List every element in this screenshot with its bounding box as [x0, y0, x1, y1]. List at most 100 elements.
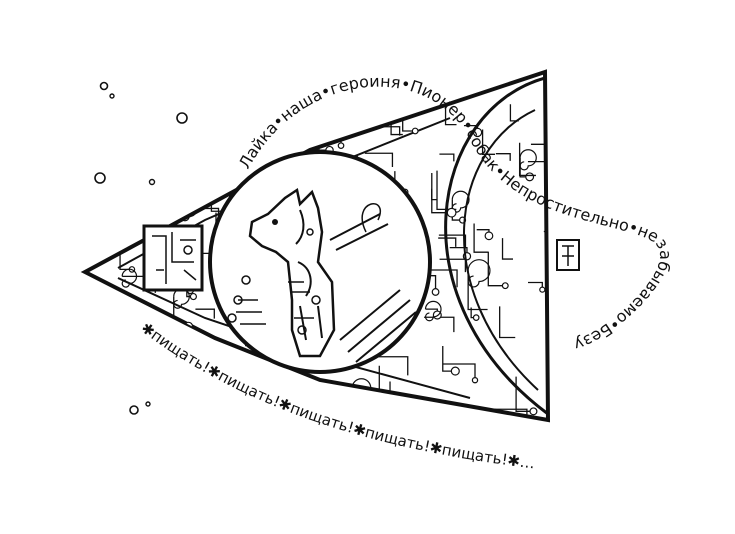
circuit-line — [481, 129, 496, 155]
circuit-line — [135, 211, 152, 221]
circuit-line — [160, 124, 172, 131]
circuit-line — [396, 398, 411, 406]
circuit-line — [346, 400, 354, 414]
circuit-line — [444, 102, 457, 126]
circuit-node — [450, 366, 460, 376]
circuit-line — [487, 251, 506, 287]
porthole-pipes — [227, 203, 417, 363]
circuit-swirl — [519, 149, 537, 171]
porthole — [208, 150, 432, 374]
circuit-line — [182, 389, 196, 416]
circuit-node — [411, 127, 419, 135]
star-dot-icon — [109, 93, 115, 99]
circuit-line — [438, 234, 467, 249]
circuit-line — [481, 417, 518, 420]
star-dot-icon — [94, 172, 106, 184]
circuit-line — [269, 85, 289, 96]
circuit-node — [337, 142, 345, 150]
circuit-node — [261, 367, 268, 375]
circuit-node — [327, 395, 336, 404]
circuit-swirl — [191, 138, 211, 162]
circuit-node — [159, 353, 167, 360]
circuit-line — [389, 381, 410, 420]
circuit-node — [273, 365, 283, 375]
dog-illustration — [248, 187, 336, 358]
circuit-node — [472, 314, 480, 321]
star-dot-icon — [129, 405, 139, 415]
circuit-node — [525, 172, 535, 182]
circuit-line — [157, 150, 172, 159]
circuit-line — [489, 408, 528, 420]
circuit-swirl — [121, 268, 138, 288]
circuit-line — [527, 160, 548, 178]
circuit-node — [405, 401, 414, 410]
circuit-node — [261, 413, 269, 420]
circuit-node — [314, 117, 324, 127]
circuit-node — [513, 432, 522, 441]
circuit-line — [422, 412, 429, 420]
circuit-line — [438, 237, 457, 247]
circuit-line — [365, 397, 403, 416]
circuit-line — [495, 153, 511, 161]
circuit-line — [439, 153, 455, 162]
rocket-tail-crescent — [444, 76, 549, 416]
circuit-line — [127, 346, 151, 359]
space-dots — [94, 81, 188, 415]
circuit-line — [477, 411, 486, 420]
circuit-node — [226, 419, 235, 420]
circuit-node — [529, 407, 538, 416]
circuit-line — [222, 80, 263, 101]
circuit-line — [182, 191, 190, 206]
circuit-swirl — [126, 336, 148, 363]
circuit-node — [501, 282, 509, 290]
circuit-line — [422, 269, 458, 288]
circuit-node — [146, 355, 154, 362]
circuit-line — [351, 388, 366, 415]
star-dot-icon — [99, 81, 109, 91]
circuit-node — [484, 231, 494, 241]
star-dot-icon — [145, 401, 151, 407]
circuit-node — [446, 207, 457, 218]
circuit-node — [166, 153, 177, 164]
circuit-swirl — [424, 300, 442, 322]
circuit-node — [523, 424, 531, 432]
circuit-line — [545, 118, 548, 144]
circuit-node — [431, 288, 440, 296]
circuit-line — [171, 190, 179, 204]
star-dot-icon — [148, 178, 156, 186]
circuit-line — [209, 412, 231, 420]
circuit-node — [404, 415, 414, 420]
circuit-line — [195, 308, 215, 319]
circuit-line — [132, 90, 153, 130]
circuit-line — [146, 200, 157, 219]
circuit-line — [200, 182, 212, 189]
circuit-line — [156, 382, 168, 404]
circuit-swirl — [467, 259, 491, 288]
circuit-node — [539, 286, 546, 293]
circuit-node — [471, 377, 479, 384]
circuit-line — [518, 142, 536, 177]
circuit-line — [153, 378, 168, 408]
circuit-line — [188, 112, 204, 141]
circuit-line — [191, 92, 199, 106]
rocket-hatch — [142, 224, 204, 292]
circuit-line — [191, 148, 206, 175]
circuit-node — [396, 411, 407, 420]
circuit-line — [509, 104, 519, 122]
circuit-line — [370, 356, 409, 376]
circuit-line — [129, 190, 141, 212]
circuit-node — [550, 153, 556, 159]
star-dot-icon — [176, 112, 188, 124]
tail-emblem — [556, 239, 580, 271]
circuit-line — [120, 157, 141, 197]
circuit-node — [149, 125, 156, 132]
circuit-swirl — [422, 404, 439, 420]
circuit-line — [431, 188, 438, 201]
circuit-line — [378, 365, 399, 405]
circuit-node — [166, 126, 176, 136]
circuit-line — [381, 126, 401, 136]
circuit-line — [499, 306, 516, 339]
circuit-line — [442, 363, 476, 381]
circuit-line — [313, 110, 320, 123]
